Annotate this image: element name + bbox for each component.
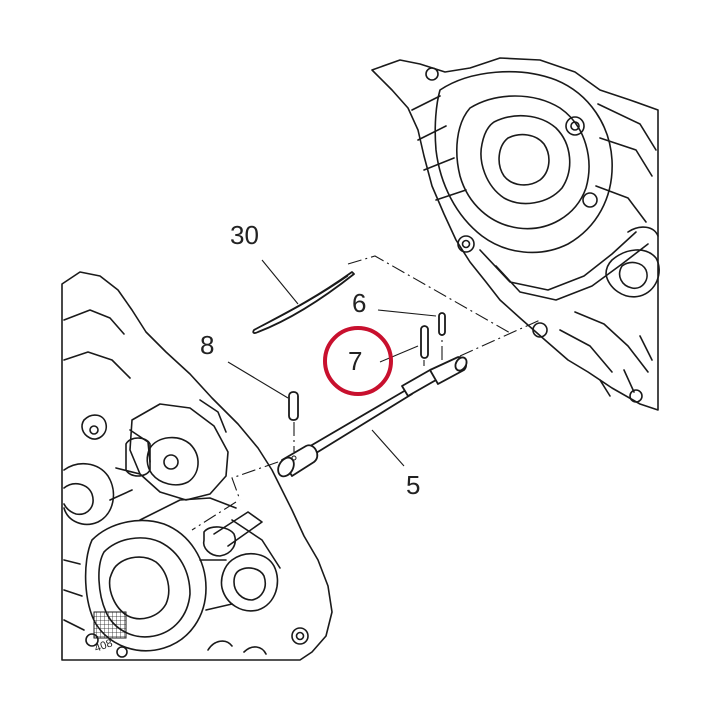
callout-8: 8 xyxy=(200,330,289,399)
casting-stamp: 408 xyxy=(93,637,114,655)
callout-label-8: 8 xyxy=(200,330,214,360)
grid-stamp-area xyxy=(93,611,127,639)
callout-6: 6 xyxy=(352,288,437,318)
highlight-ring xyxy=(323,326,393,396)
callout-7: 7 xyxy=(348,345,419,376)
callout-30: 30 xyxy=(230,220,299,305)
right-crankcase-half xyxy=(371,57,660,411)
shaft-part-5 xyxy=(277,356,468,478)
dowel-pin-7 xyxy=(420,325,429,359)
callout-label-6: 6 xyxy=(352,288,366,318)
seal-strip-part xyxy=(252,271,355,334)
left-crankcase-half: 408 xyxy=(61,271,333,661)
callout-5: 5 xyxy=(371,429,420,500)
callout-label-5: 5 xyxy=(406,470,420,500)
dowel-pin-6 xyxy=(438,312,446,336)
callout-label-7: 7 xyxy=(348,346,362,376)
callout-label-30: 30 xyxy=(230,220,259,250)
pin-part-8 xyxy=(288,391,299,421)
